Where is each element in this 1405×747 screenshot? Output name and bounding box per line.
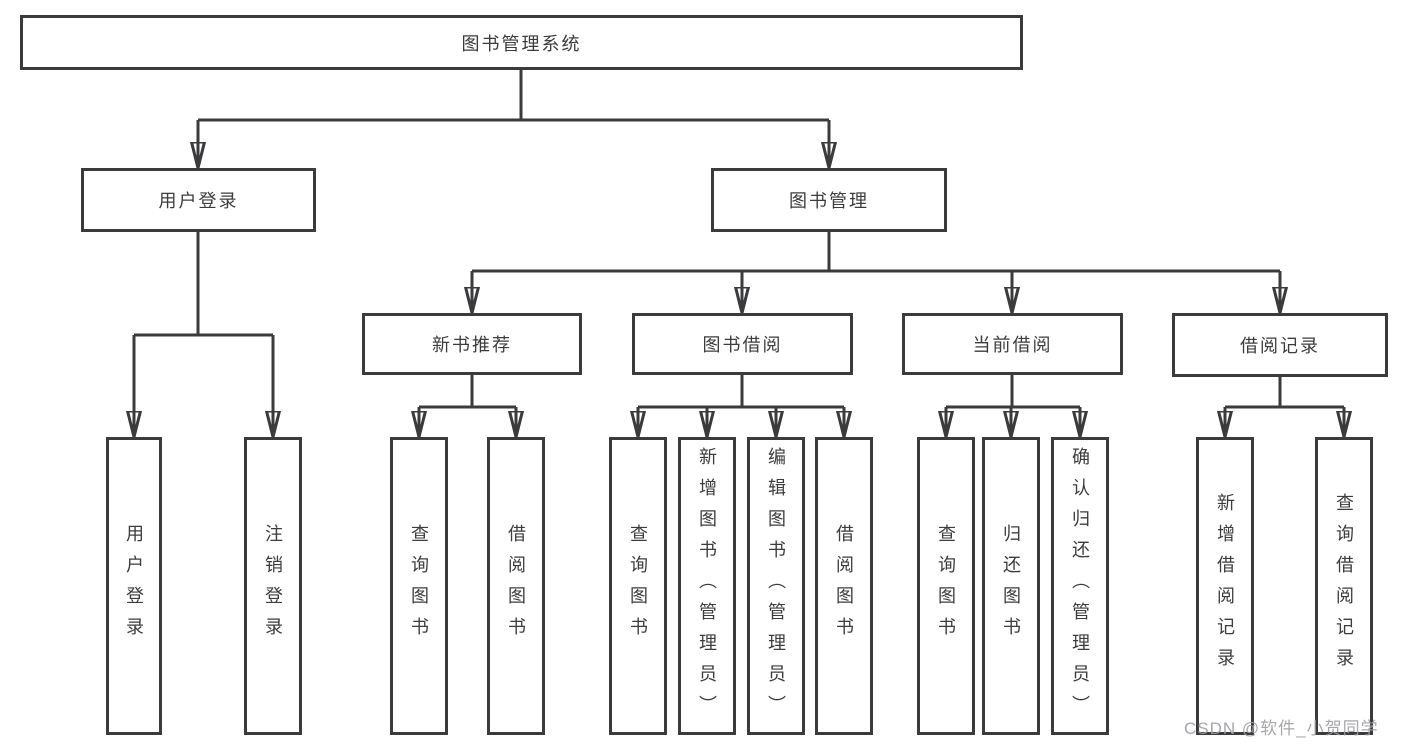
node-add-borrow-record-label: 新增借阅记录 [1215, 493, 1235, 679]
node-query-books-3-label: 查询图书 [936, 524, 956, 648]
node-book-borrow-label: 图书借阅 [702, 335, 783, 355]
node-user-login-leaf-label: 用户登录 [124, 524, 144, 648]
node-borrow-books-2: 借阅图书 [815, 437, 873, 735]
node-borrow-records: 借阅记录 [1172, 313, 1388, 377]
node-borrow-books-2-label: 借阅图书 [834, 524, 854, 648]
node-borrow-books-1: 借阅图书 [487, 437, 545, 735]
node-edit-books-admin: 编辑图书（管理员） [747, 437, 805, 735]
node-add-borrow-record: 新增借阅记录 [1196, 437, 1254, 735]
connector-book-borrow-children [638, 375, 844, 435]
node-book-management-label: 图书管理 [789, 191, 869, 211]
node-logout-leaf-label: 注销登录 [263, 524, 283, 648]
node-root: 图书管理系统 [20, 15, 1023, 70]
node-new-book-recommend-label: 新书推荐 [432, 335, 512, 355]
node-borrow-records-label: 借阅记录 [1240, 336, 1320, 356]
node-borrow-books-1-label: 借阅图书 [506, 524, 526, 648]
node-query-books-3: 查询图书 [917, 437, 975, 735]
node-user-login-label: 用户登录 [158, 191, 239, 211]
node-current-borrow: 当前借阅 [902, 313, 1123, 375]
node-user-login: 用户登录 [81, 168, 316, 232]
node-add-books-admin-label: 新增图书（管理员） [697, 446, 717, 726]
node-return-books-label: 归还图书 [1001, 524, 1021, 648]
csdn-watermark: CSDN @软件_小贺同学 [1184, 719, 1379, 738]
node-user-login-leaf: 用户登录 [106, 437, 162, 735]
node-query-books-2-label: 查询图书 [628, 524, 648, 648]
node-new-book-recommend: 新书推荐 [362, 313, 582, 375]
node-current-borrow-label: 当前借阅 [972, 335, 1053, 355]
connector-user-login-children [134, 232, 273, 435]
node-book-management: 图书管理 [711, 168, 947, 232]
node-book-borrow: 图书借阅 [632, 313, 853, 375]
node-query-borrow-record: 查询借阅记录 [1315, 437, 1373, 735]
node-confirm-return-admin-label: 确认归还（管理员） [1070, 446, 1090, 726]
node-logout-leaf: 注销登录 [244, 437, 302, 735]
node-confirm-return-admin: 确认归还（管理员） [1051, 437, 1109, 735]
connector-current-borrow-children [946, 375, 1080, 435]
connector-new-book-recommend-children [419, 375, 516, 435]
node-query-books-1-label: 查询图书 [409, 524, 429, 648]
connector-borrow-records-children [1225, 377, 1344, 435]
node-query-books-1: 查询图书 [390, 437, 448, 735]
connector-book-management-children [472, 232, 1280, 311]
connector-root-to-level2 [198, 70, 829, 166]
node-root-label: 图书管理系统 [461, 33, 582, 54]
node-add-books-admin: 新增图书（管理员） [678, 437, 736, 735]
node-query-borrow-record-label: 查询借阅记录 [1334, 493, 1354, 679]
node-query-books-2: 查询图书 [609, 437, 667, 735]
node-edit-books-admin-label: 编辑图书（管理员） [766, 446, 786, 726]
node-return-books: 归还图书 [982, 437, 1040, 735]
